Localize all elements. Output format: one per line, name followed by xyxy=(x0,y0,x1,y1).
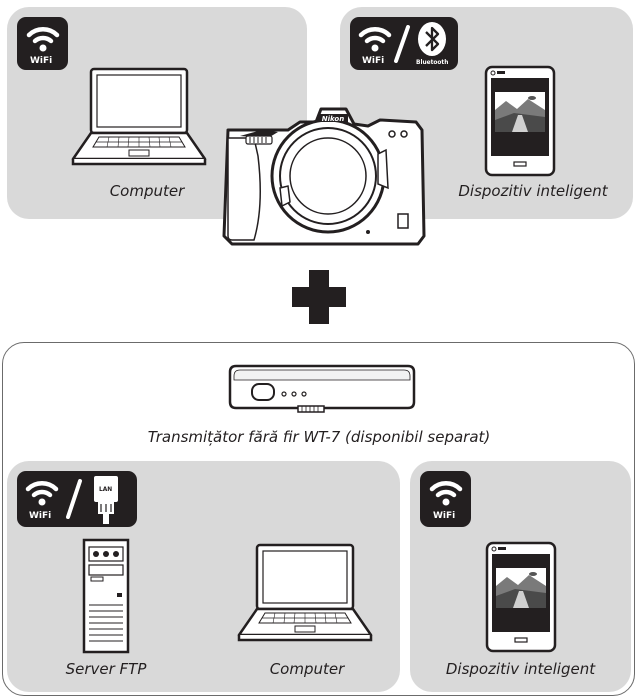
plus-icon xyxy=(292,270,346,324)
lan-plug-icon xyxy=(91,474,121,526)
wifi-lan-panel: WiFi LAN Server FTP xyxy=(7,461,400,692)
server-icon xyxy=(81,537,131,657)
wifi-badge-text: WiFi xyxy=(433,511,455,521)
smartphone-icon xyxy=(484,65,556,177)
ftp-server-label: Server FTP xyxy=(51,660,161,678)
wifi-badge: WiFi xyxy=(17,17,68,70)
wifi-icon xyxy=(26,23,60,53)
camera-icon: Nikon xyxy=(218,96,430,248)
smart-device-label: Dispozitiv inteligent xyxy=(410,660,631,678)
bluetooth-badge-text: Bluetooth xyxy=(416,58,448,66)
laptop-icon xyxy=(69,67,209,172)
wifi-badge: WiFi xyxy=(420,471,471,527)
wifi-icon xyxy=(25,477,59,507)
smart-device-label: Dispozitiv inteligent xyxy=(438,182,628,200)
slash-divider xyxy=(65,479,83,519)
laptop-icon xyxy=(235,543,375,648)
wifi-icon xyxy=(429,477,463,507)
lan-badge-text: LAN xyxy=(99,485,112,493)
wifi-icon xyxy=(358,23,392,53)
smartphone-icon xyxy=(485,541,557,653)
wifi-badge-text: WiFi xyxy=(30,56,52,66)
bluetooth-icon xyxy=(416,21,448,57)
transmitter-label: Transmițător fără fir WT-7 (disponibil s… xyxy=(0,428,638,446)
wifi-badge-text: WiFi xyxy=(29,511,51,521)
wifi-badge-text: WiFi xyxy=(362,56,384,66)
wifi-bluetooth-badge: WiFi Bluetooth xyxy=(350,17,458,70)
wifi-smart-device-panel: WiFi Dispozitiv inteligent xyxy=(410,461,631,692)
slash-divider xyxy=(393,25,411,63)
computer-label: Computer xyxy=(247,660,367,678)
camera-brand: Nikon xyxy=(322,115,344,123)
transmitter-icon xyxy=(226,360,418,416)
wifi-lan-badge: WiFi LAN xyxy=(17,471,137,527)
